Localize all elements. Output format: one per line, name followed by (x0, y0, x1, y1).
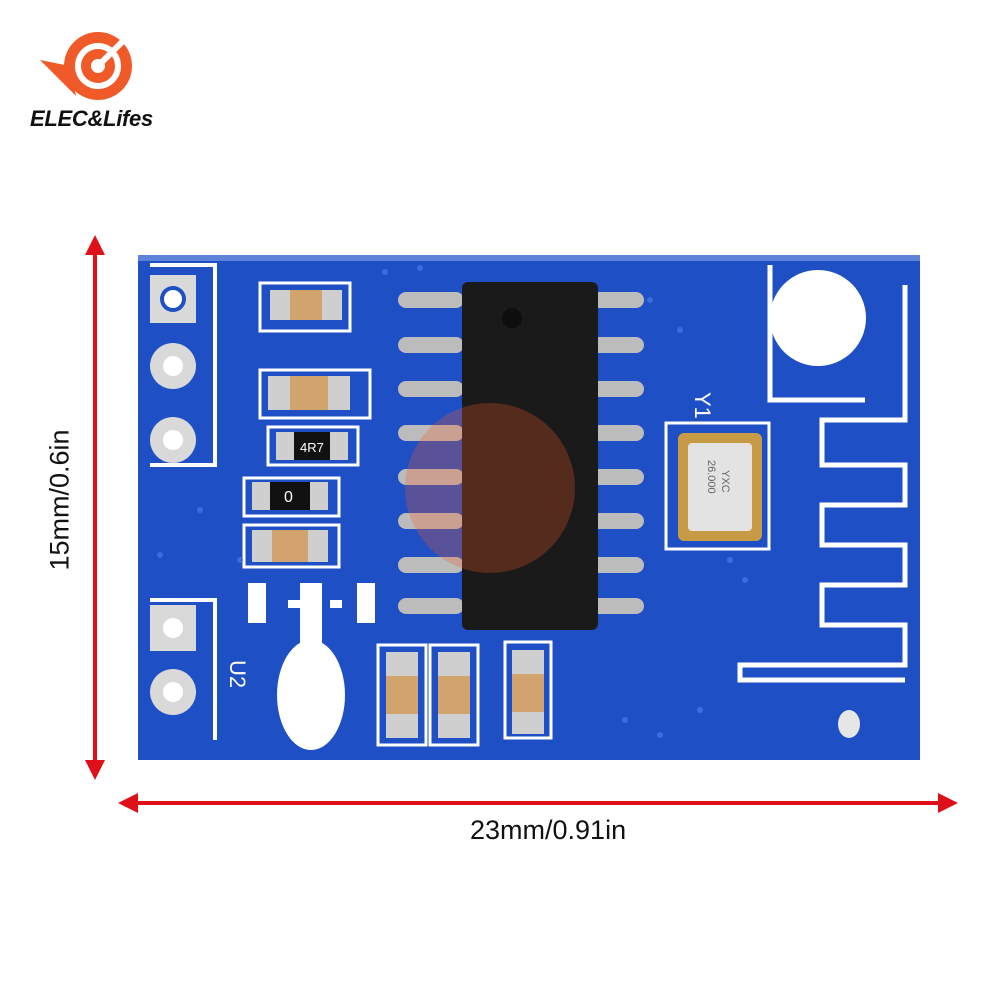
resistor-label: 4R7 (300, 440, 324, 455)
height-arrow (85, 235, 105, 780)
brand-logo (40, 26, 136, 100)
u2-label: U2 (225, 660, 250, 688)
height-label: 15mm/0.6in (44, 429, 75, 571)
header-pins-bottom (150, 605, 196, 715)
brand-name: ELEC&Lifes (30, 106, 153, 131)
svg-text:26.000: 26.000 (705, 460, 717, 494)
width-arrow (118, 793, 958, 813)
width-label: 23mm/0.91in (470, 815, 627, 845)
smd-capacitors-bottom (376, 640, 553, 747)
pad-oval (277, 640, 345, 750)
smd-capacitors-left (242, 281, 372, 569)
y1-label: Y1 (690, 392, 715, 419)
watermark-logo (405, 403, 575, 573)
header-pins-top (150, 275, 196, 463)
zero-resistor-label: 0 (284, 489, 293, 506)
svg-text:YXC: YXC (719, 470, 731, 493)
pcb-antenna (737, 265, 908, 683)
crystal-oscillator: YXC 26.000 (678, 433, 762, 541)
ic-chip (398, 282, 644, 630)
mounting-hole (770, 270, 866, 366)
